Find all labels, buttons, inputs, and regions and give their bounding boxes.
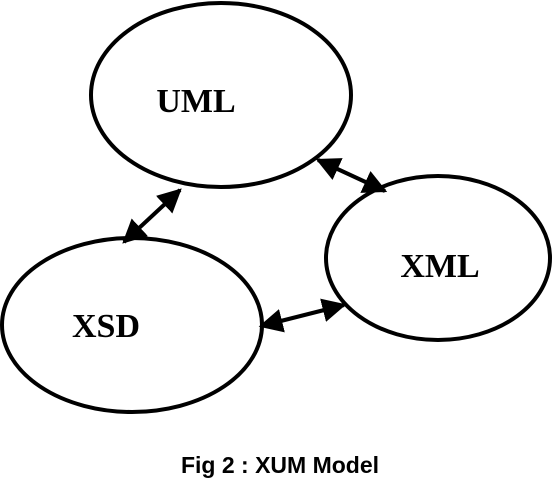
node-xml-ellipse xyxy=(324,174,552,342)
node-xml-label: XML xyxy=(400,248,479,285)
edge-uml-xml-arrow xyxy=(315,158,388,193)
node-xsd-label: XSD xyxy=(72,308,140,345)
figure-caption: Fig 2 : XUM Model xyxy=(180,452,380,478)
node-uml: UML xyxy=(89,1,353,189)
node-xml: XML xyxy=(324,174,552,342)
edge-xsd-xml-arrow xyxy=(258,298,347,333)
node-uml-label: UML xyxy=(156,83,235,120)
node-uml-ellipse xyxy=(89,1,353,189)
edge-uml-xsd-arrow xyxy=(122,188,182,244)
node-xsd: XSD xyxy=(0,236,264,414)
